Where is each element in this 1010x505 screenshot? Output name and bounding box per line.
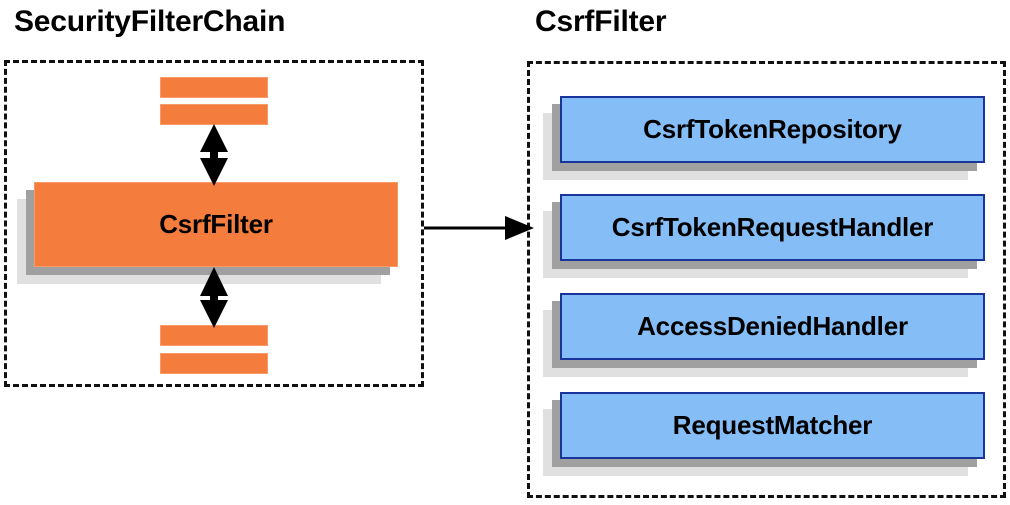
csrf-filter-box[interactable]: CsrfFilter	[17, 182, 398, 284]
component-face[interactable]: CsrfTokenRepository	[560, 96, 985, 163]
component-label-access-denied-handler: AccessDeniedHandler	[637, 311, 908, 341]
component-face[interactable]: AccessDeniedHandler	[560, 293, 985, 360]
csrf-filter-collaborators-panel	[527, 61, 1006, 498]
security-filter-chain-panel	[4, 60, 424, 387]
filter-slot-bar-above-1	[160, 77, 268, 98]
component-face[interactable]: RequestMatcher	[560, 392, 985, 459]
component-face[interactable]: CsrfTokenRequestHandler	[560, 194, 985, 261]
component-label-csrf-token-repository: CsrfTokenRepository	[643, 114, 902, 144]
component-label-request-matcher: RequestMatcher	[672, 410, 873, 440]
filter-slot-bar-below-1	[160, 325, 268, 346]
component-box-csrf-token-repository[interactable]: CsrfTokenRepository	[543, 96, 985, 180]
csrf-filter-face[interactable]: CsrfFilter	[34, 182, 398, 267]
page-title-security-filter-chain: SecurityFilterChain	[14, 5, 286, 38]
csrf-filter-label: CsrfFilter	[159, 209, 273, 239]
component-box-request-matcher[interactable]: RequestMatcher	[543, 392, 985, 476]
component-box-csrf-token-request-handler[interactable]: CsrfTokenRequestHandler	[543, 194, 985, 278]
filter-slot-bar-above-2	[160, 104, 268, 125]
component-box-access-denied-handler[interactable]: AccessDeniedHandler	[543, 293, 985, 377]
component-label-csrf-token-request-handler: CsrfTokenRequestHandler	[611, 212, 934, 242]
arrow-left-to-right	[424, 216, 534, 240]
page-title-csrf-filter: CsrfFilter	[535, 5, 667, 38]
filter-slot-bar-below-2	[160, 353, 268, 374]
